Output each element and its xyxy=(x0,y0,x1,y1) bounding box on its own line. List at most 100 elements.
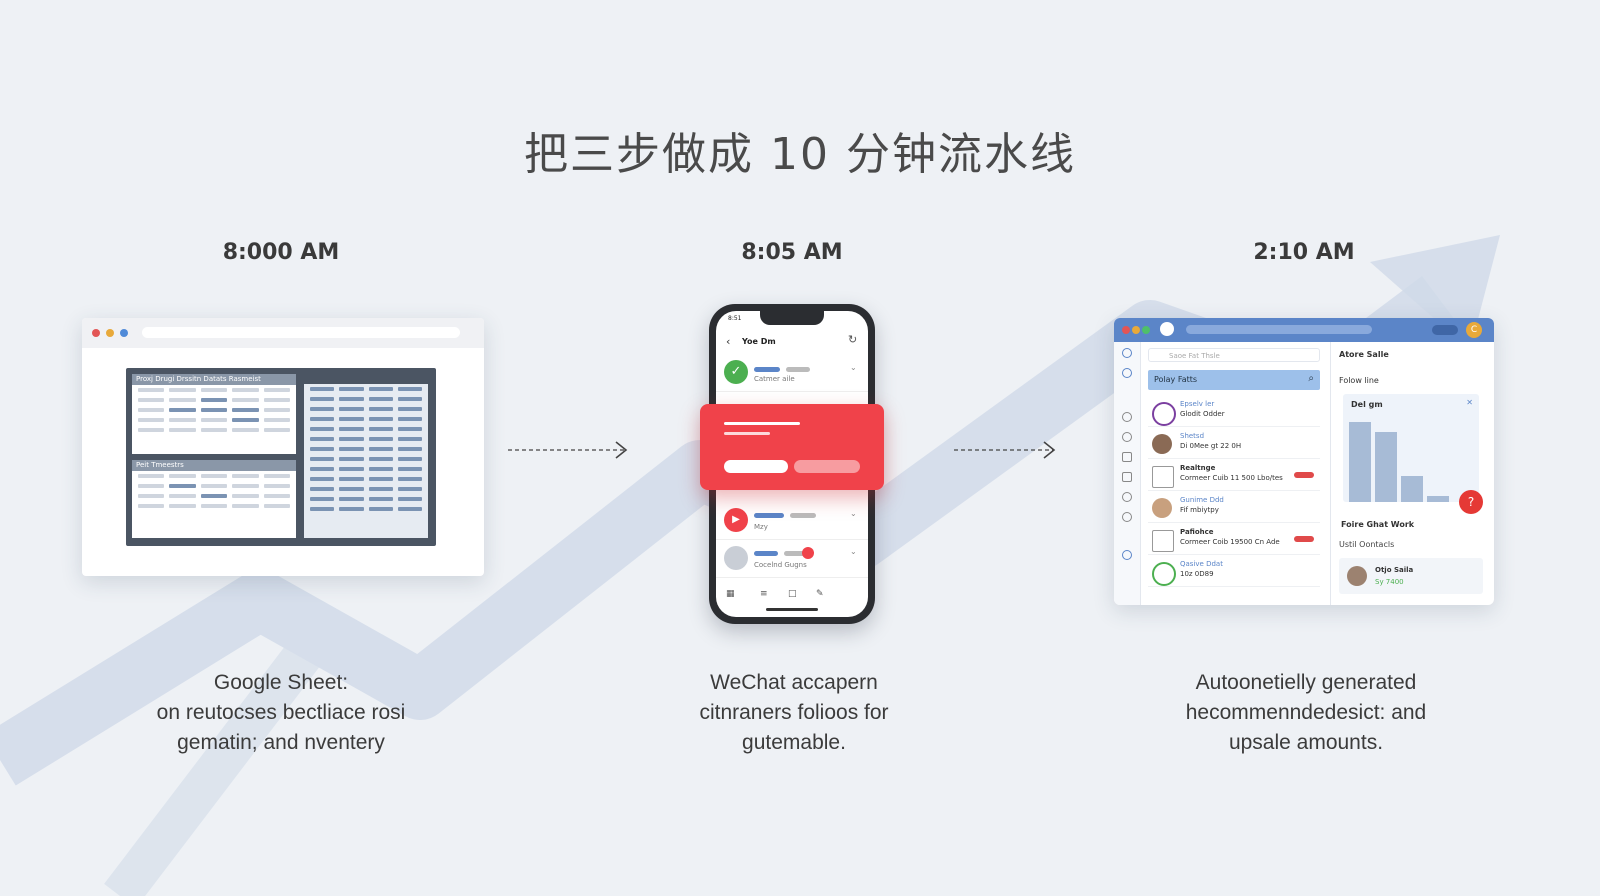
minimize-dot-icon xyxy=(106,329,114,337)
spreadsheet-window: Proxj Drugi Drssitn Datats Rasmeist Peit… xyxy=(82,318,484,576)
status-time: 8:51 xyxy=(728,315,742,322)
search-input[interactable]: Saoe Fat Thsle xyxy=(1148,348,1320,362)
list-item-sub: Cormeer Cuib 11 500 Lbo/tes xyxy=(1180,474,1283,482)
status-badge xyxy=(1294,536,1314,542)
crm-window: C Saoe Fat Thsle Polay Fatts ⌕ Epselv le… xyxy=(1114,318,1494,605)
list-item[interactable]: Shetsd Di 0Mee gt 22 0H xyxy=(1148,428,1320,459)
filter-label: Polay Fatts xyxy=(1154,375,1198,384)
caption-line: citnraners folioos for xyxy=(699,701,889,724)
search-icon[interactable]: ⌕ xyxy=(1308,373,1314,384)
bar-chart: Del gm ✕ xyxy=(1343,394,1479,502)
chevron-icon: ⌄ xyxy=(850,509,857,518)
chevron-icon: ⌄ xyxy=(850,547,857,556)
list-item-title: Shetsd xyxy=(1180,432,1205,440)
confirm-button[interactable] xyxy=(724,460,788,473)
status-badge xyxy=(1294,472,1314,478)
notification-card[interactable] xyxy=(700,404,884,490)
sidebar-clock-icon[interactable] xyxy=(1122,368,1132,378)
list-item[interactable]: Gunime Ddd Fif mbiytpy xyxy=(1148,492,1320,523)
step1-time: 8:000 AM xyxy=(222,240,340,265)
follow-label: Folow line xyxy=(1339,376,1379,385)
chat-row[interactable]: Cocelnd Gugns ⌄ xyxy=(716,539,868,578)
pane-header: Peit Tmeestrs xyxy=(132,460,296,471)
avatar xyxy=(724,546,748,570)
list-item-sub: Glodit Odder xyxy=(1180,410,1225,418)
minimize-dot-icon xyxy=(1132,326,1140,334)
avatar xyxy=(1152,402,1176,426)
caption-line: Autoonetielly generated xyxy=(1195,671,1417,694)
list-item[interactable]: Realtnge Cormeer Cuib 11 500 Lbo/tes xyxy=(1148,460,1320,491)
filter-bar[interactable]: Polay Fatts ⌕ xyxy=(1148,370,1320,390)
chat-row[interactable]: ✓ Catmer aile ⌄ xyxy=(716,353,868,392)
phone-notch xyxy=(760,311,824,325)
contacts-label: Ustil Oontacls xyxy=(1339,540,1395,549)
check-icon: ✓ xyxy=(724,360,748,384)
chart-bar xyxy=(1401,476,1423,502)
tab-home-icon[interactable]: □ xyxy=(788,589,797,599)
chat-row-subtitle: Mzy xyxy=(754,523,768,531)
maximize-dot-icon xyxy=(120,329,128,337)
sheet-grid: Proxj Drugi Drssitn Datats Rasmeist Peit… xyxy=(126,368,436,546)
chart-bar xyxy=(1427,496,1449,502)
window-titlebar xyxy=(82,318,484,348)
document-icon xyxy=(1152,530,1174,552)
maximize-dot-icon xyxy=(1142,326,1150,334)
toggle-switch[interactable] xyxy=(1432,325,1458,335)
sidebar-bird-icon[interactable] xyxy=(1122,432,1132,442)
sidebar-folder-icon[interactable] xyxy=(1122,452,1132,462)
close-dot-icon xyxy=(92,329,100,337)
chart-bar xyxy=(1349,422,1371,502)
sheet-pane-2: Peit Tmeestrs xyxy=(132,460,296,538)
sidebar-chat-icon[interactable] xyxy=(1122,550,1132,560)
sidebar-home-icon[interactable] xyxy=(1122,348,1132,358)
close-icon[interactable]: ✕ xyxy=(1466,398,1473,407)
list-item[interactable]: Epselv ler Glodit Odder xyxy=(1148,396,1320,427)
sidebar-pin-icon[interactable] xyxy=(1122,492,1132,502)
tab-menu-icon[interactable]: ≡ xyxy=(760,589,768,599)
flow-arrow-2 xyxy=(954,441,1056,459)
list-item-sub: Di 0Mee gt 22 0H xyxy=(1180,442,1242,450)
flow-arrow-1 xyxy=(508,441,628,459)
step2-time: 8:05 AM xyxy=(741,240,843,265)
avatar xyxy=(1160,322,1174,336)
crm-detail-panel: Atore Salle Folow line Del gm ✕ ? Foire … xyxy=(1330,342,1494,605)
list-item-title: Epselv ler xyxy=(1180,400,1215,408)
list-item[interactable]: Pafiohce Cormeer Coib 19500 Cn Ade xyxy=(1148,524,1320,555)
chat-row-subtitle: Catmer aile xyxy=(754,375,795,383)
work-label: Foire Ghat Work xyxy=(1341,520,1415,529)
back-icon[interactable]: ‹ xyxy=(726,335,731,348)
step1-caption: Google Sheet: on reutocses bectliace ros… xyxy=(71,668,491,758)
detail-header: Atore Salle xyxy=(1339,350,1389,359)
chat-row-subtitle: Cocelnd Gugns xyxy=(754,561,807,569)
chevron-icon: ⌄ xyxy=(850,363,857,372)
user-avatar-icon[interactable]: C xyxy=(1466,322,1482,338)
list-item-title: Gunime Ddd xyxy=(1180,496,1224,504)
sheet-pane-3 xyxy=(304,384,428,538)
list-item[interactable]: Qasive Ddat 10z 0D89 xyxy=(1148,556,1320,587)
close-dot-icon xyxy=(1122,326,1130,334)
chat-title: Yoe Dm xyxy=(742,337,776,346)
refresh-icon[interactable]: ↻ xyxy=(848,333,858,346)
caption-line: gutemable. xyxy=(742,731,846,754)
caption-line: gematin; and nventery xyxy=(177,731,385,754)
sidebar-settings-icon[interactable] xyxy=(1122,512,1132,522)
avatar xyxy=(1152,562,1176,586)
page-title: 把三步做成 10 分钟流水线 xyxy=(524,129,1076,180)
help-icon[interactable]: ? xyxy=(1459,490,1483,514)
tab-compose-icon[interactable]: ✎ xyxy=(816,589,824,599)
sidebar-cloud-icon[interactable] xyxy=(1122,412,1132,422)
secondary-button[interactable] xyxy=(794,460,860,473)
avatar xyxy=(1152,434,1172,454)
list-item-title: Qasive Ddat xyxy=(1180,560,1223,568)
address-bar xyxy=(142,327,460,338)
list-item-sub: 10z 0D89 xyxy=(1180,570,1214,578)
tab-grid-icon[interactable]: ▦ xyxy=(726,589,735,599)
home-indicator xyxy=(766,608,818,611)
voice-icon: ▶ xyxy=(724,508,748,532)
chat-row[interactable]: ▶ Mzy ⌄ xyxy=(716,501,868,540)
contact-card[interactable]: Otjo Saila Sy 7400 xyxy=(1339,558,1483,594)
step2-caption: WeChat accapern citnraners folioos for g… xyxy=(584,668,1004,758)
sidebar-doc-icon[interactable] xyxy=(1122,472,1132,482)
window-titlebar: C xyxy=(1114,318,1494,342)
avatar xyxy=(1152,498,1172,518)
